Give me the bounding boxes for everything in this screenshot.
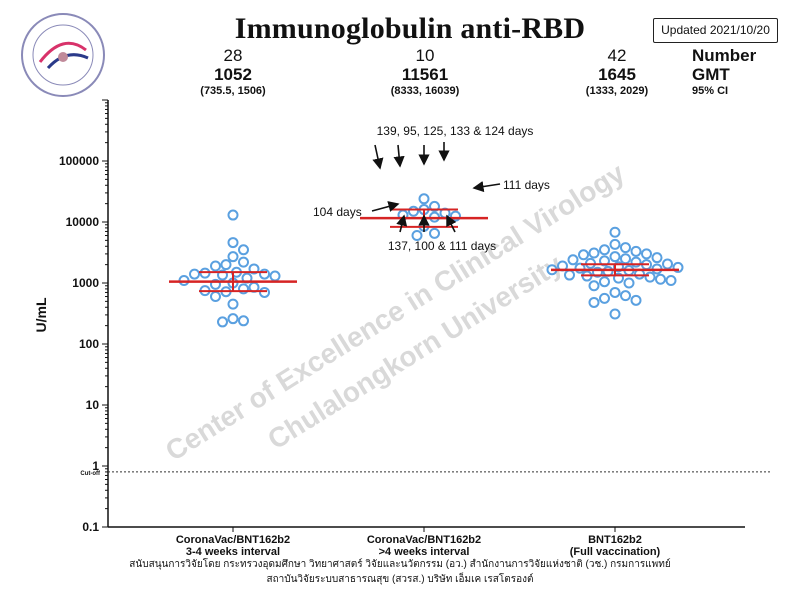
- x-category-sublabel: >4 weeks interval: [379, 546, 470, 558]
- data-point: [269, 270, 281, 282]
- logo-seal-icon: [21, 13, 105, 97]
- annotation-arrow: [396, 214, 408, 233]
- annotation-arrow: [371, 201, 400, 212]
- data-point: [651, 252, 663, 264]
- data-point: [564, 269, 575, 281]
- data-point: [408, 205, 419, 217]
- y-tick-label: 10: [86, 398, 100, 412]
- data-point: [662, 258, 673, 270]
- group-ci: (1333, 2029): [585, 85, 649, 97]
- data-point: [220, 259, 232, 271]
- cutoff-label: Cut-off: [80, 471, 101, 477]
- data-point: [588, 280, 600, 292]
- annotation-arrow: [446, 214, 457, 233]
- annotation-arrow: [393, 144, 405, 168]
- data-point: [620, 290, 631, 302]
- data-point: [238, 244, 249, 256]
- watermark-line-1: Center of Excellence in Clinical Virolog…: [160, 157, 630, 467]
- group-stats-2: 10 11561 (8333, 16039): [345, 46, 505, 98]
- annotation-label: 111 days: [503, 178, 550, 192]
- y-tick-label: 10000: [66, 215, 100, 229]
- data-point: [238, 315, 249, 327]
- annotation-label: 137, 100 & 111 days: [388, 239, 496, 253]
- row-label-number: Number: [692, 46, 757, 65]
- data-point: [217, 316, 228, 328]
- y-tick-label: 1000: [72, 276, 99, 290]
- data-point: [210, 291, 221, 303]
- annotation-label: 139, 95, 125, 133 & 124 days: [377, 124, 534, 138]
- x-category-sublabel: 3-4 weeks interval: [186, 546, 280, 558]
- data-point: [609, 286, 621, 298]
- annotation-arrow: [472, 181, 501, 193]
- group-count: 10: [415, 46, 435, 65]
- data-point: [599, 276, 610, 288]
- data-point: [227, 298, 239, 310]
- x-category-label: CoronaVac/BNT162b2: [367, 534, 481, 546]
- data-point: [609, 238, 621, 250]
- data-point: [599, 255, 610, 267]
- y-tick-label: 0.1: [82, 520, 99, 534]
- data-point: [199, 267, 211, 279]
- annotation-arrow: [372, 144, 384, 170]
- group-ci: (8333, 16039): [390, 85, 460, 97]
- data-point: [189, 268, 200, 280]
- data-point: [227, 313, 239, 325]
- institution-logo: [18, 10, 108, 100]
- group-ci: (735.5, 1506): [200, 85, 266, 97]
- funding-footer: สนับสนุนการวิจัยโดย กระทรวงอุดมศึกษา วิท…: [0, 557, 800, 587]
- data-point: [588, 296, 600, 308]
- y-axis-label: U/mL: [33, 297, 49, 332]
- x-category-label: BNT162b2: [588, 534, 642, 546]
- data-point: [227, 237, 239, 249]
- data-point: [259, 286, 270, 298]
- data-point: [620, 253, 631, 265]
- footer-line-2: สถาบันวิจัยระบบสาธารณสุข (สวรส.) บริษัท …: [266, 574, 534, 585]
- group-stats-3: 42 1645 (1333, 2029): [537, 46, 697, 98]
- data-point: [630, 256, 642, 268]
- chart-title: Immunoglobulin anti-RBD: [234, 12, 586, 45]
- data-point: [599, 244, 610, 256]
- group-gmt: 1645: [598, 65, 636, 84]
- data-point: [578, 249, 589, 261]
- data-point: [418, 193, 430, 205]
- data-point: [599, 292, 610, 304]
- data-point: [620, 242, 631, 254]
- group-gmt: 11561: [401, 65, 449, 84]
- row-label-ci: 95% CI: [692, 85, 729, 97]
- annotation-label: 104 days: [313, 205, 362, 219]
- group-gmt: 1052: [214, 65, 252, 84]
- data-point: [623, 277, 635, 289]
- data-point: [609, 251, 621, 263]
- data-point: [411, 230, 423, 242]
- row-label-gmt: GMT: [692, 65, 730, 84]
- data-point: [630, 294, 642, 306]
- data-point: [227, 209, 239, 221]
- stats-row-labels: Number GMT 95% CI: [692, 46, 756, 98]
- footer-line-1: สนับสนุนการวิจัยโดย กระทรวงอุดมศึกษา วิท…: [129, 559, 671, 570]
- data-point: [429, 227, 440, 239]
- y-tick-label: 1: [92, 459, 99, 473]
- data-point: [644, 271, 656, 283]
- y-tick-label: 100000: [59, 154, 99, 168]
- y-tick-label: 100: [79, 337, 99, 351]
- group-count: 42: [607, 46, 627, 65]
- group-stats-1: 28 1052 (735.5, 1506): [153, 46, 313, 98]
- data-point: [567, 254, 579, 266]
- data-point: [227, 251, 239, 263]
- x-category-label: CoronaVac/BNT162b2: [176, 534, 290, 546]
- data-point: [259, 268, 270, 280]
- updated-badge: Updated 2021/10/20: [653, 18, 778, 43]
- data-point: [609, 308, 621, 320]
- data-point: [588, 247, 600, 259]
- data-point: [238, 256, 249, 268]
- group-count: 28: [223, 46, 243, 65]
- data-point: [641, 248, 652, 260]
- data-point: [609, 226, 621, 238]
- data-point: [630, 245, 642, 257]
- x-category-sublabel: (Full vaccination): [570, 546, 661, 558]
- data-point: [665, 274, 677, 286]
- data-point: [210, 260, 221, 272]
- data-point: [655, 273, 666, 285]
